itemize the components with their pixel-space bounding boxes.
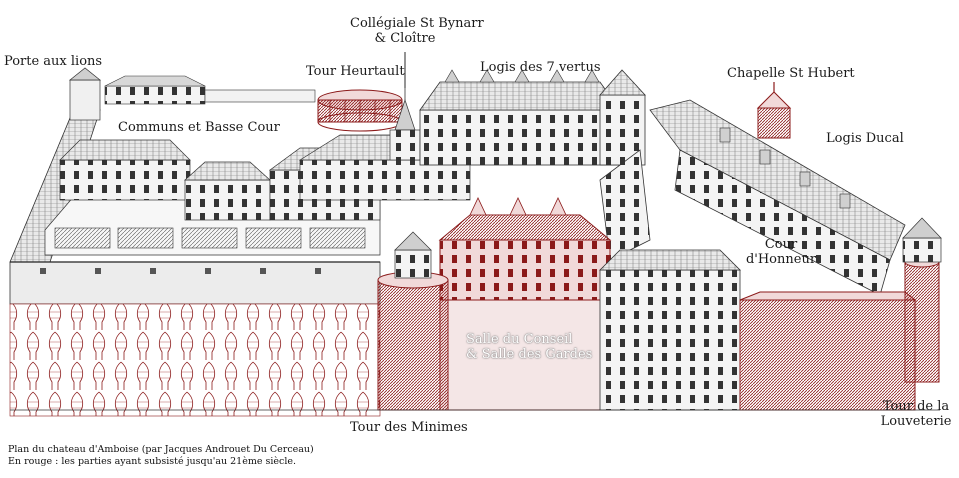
label-cour-honneur: Cour d'Honneur (738, 237, 824, 267)
label-cour-line1: Cour (764, 237, 798, 252)
caption-line1: Plan du chateau d'Amboise (par Jacques A… (8, 444, 314, 455)
east-rampart (599, 249, 917, 411)
label-collegiale-line1: Collégiale St Bynarr (350, 16, 484, 31)
label-louveterie-line2: Louveterie (880, 414, 952, 429)
logis-7-vertus (419, 69, 646, 166)
tour-heurtault (317, 89, 403, 132)
chapelle-st-hubert (756, 82, 792, 139)
label-logis-ducal: Logis Ducal (826, 131, 904, 146)
label-cour-line2: d'Honneur (745, 252, 817, 267)
label-salle-line1: Salle du Conseil (466, 332, 573, 347)
label-tour-des-minimes: Tour des Minimes (350, 420, 468, 435)
surviving-gardens (9, 303, 381, 417)
label-porte-aux-lions: Porte aux lions (4, 54, 103, 69)
label-collegiale: Collégiale St Bynarr & Cloître (350, 16, 484, 46)
label-chapelle-st-hubert: Chapelle St Hubert (727, 66, 855, 81)
label-collegiale-line2: & Cloître (374, 31, 436, 46)
label-salle-conseil: Salle du Conseil & Salle des Gardes (466, 332, 592, 362)
label-louveterie-line1: Tour de la (882, 399, 950, 414)
salle-du-conseil (438, 197, 612, 411)
label-salle-line2: & Salle des Gardes (466, 347, 593, 362)
tour-des-minimes (377, 231, 449, 411)
communs-basse-cour-block (9, 67, 382, 305)
figure-caption: Plan du chateau d'Amboise (par Jacques A… (8, 444, 314, 468)
label-tour-louveterie: Tour de la Louveterie (876, 399, 956, 429)
label-logis-7-vertus: Logis des 7 vertus (480, 60, 601, 75)
tour-de-la-louveterie (902, 217, 942, 383)
logis-ducal (599, 99, 906, 296)
label-communs-basse-cour: Communs et Basse Cour (118, 120, 280, 135)
caption-line2: En rouge : les parties ayant subsisté ju… (8, 456, 297, 467)
label-tour-heurtault: Tour Heurtault (306, 64, 405, 79)
